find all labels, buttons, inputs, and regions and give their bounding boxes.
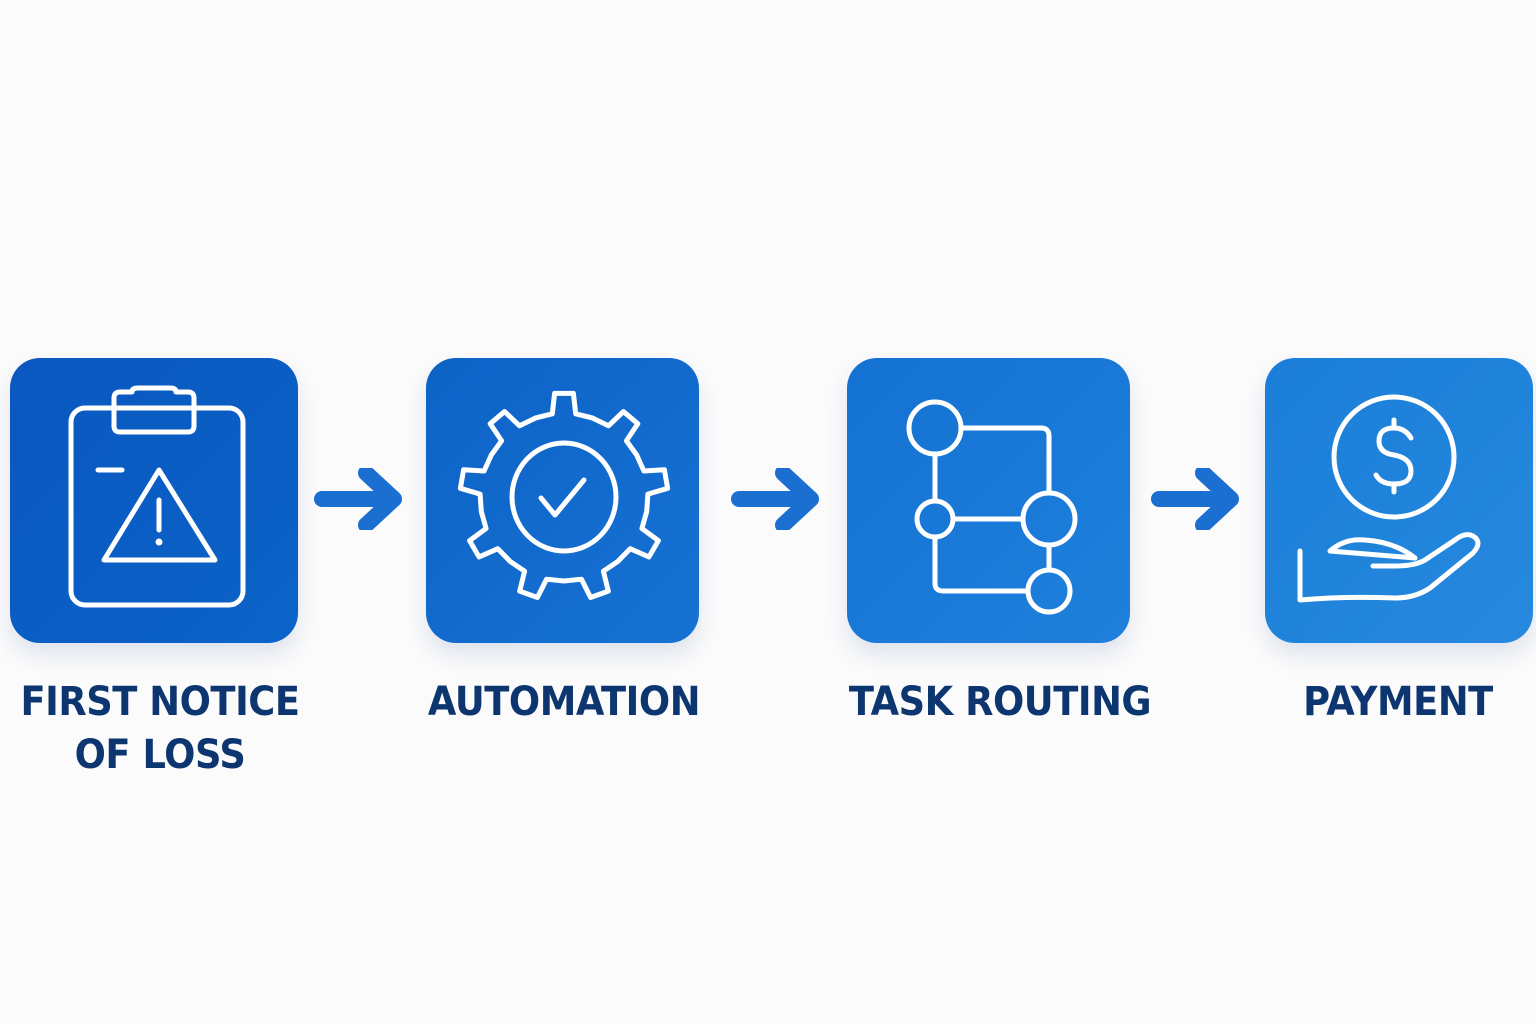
workflow-nodes-icon bbox=[906, 399, 1078, 615]
step-tile-automation bbox=[426, 358, 699, 643]
label-line: TASK ROUTING bbox=[848, 679, 1152, 725]
arrow-right-icon bbox=[731, 468, 819, 530]
step-label-automation: AUTOMATION bbox=[408, 676, 721, 729]
step-tile-task-routing bbox=[847, 358, 1130, 643]
arrow-right-icon bbox=[314, 468, 402, 530]
clipboard-warning-icon bbox=[68, 385, 246, 608]
label-line: PAYMENT bbox=[1303, 679, 1493, 725]
arrow-right-icon bbox=[1151, 468, 1239, 530]
label-line: FIRST NOTICE bbox=[20, 679, 300, 725]
step-tile-payment bbox=[1265, 358, 1533, 643]
label-line: AUTOMATION bbox=[427, 679, 701, 725]
gear-check-icon bbox=[457, 390, 671, 600]
step-label-first-notice-of-loss: FIRST NOTICE OF LOSS bbox=[4, 676, 317, 782]
step-tile-first-notice-of-loss bbox=[10, 358, 298, 643]
label-line: OF LOSS bbox=[74, 732, 246, 778]
step-label-task-routing: TASK ROUTING bbox=[844, 676, 1157, 729]
hand-coin-dollar-icon bbox=[1297, 394, 1481, 603]
step-label-payment: PAYMENT bbox=[1242, 676, 1536, 729]
